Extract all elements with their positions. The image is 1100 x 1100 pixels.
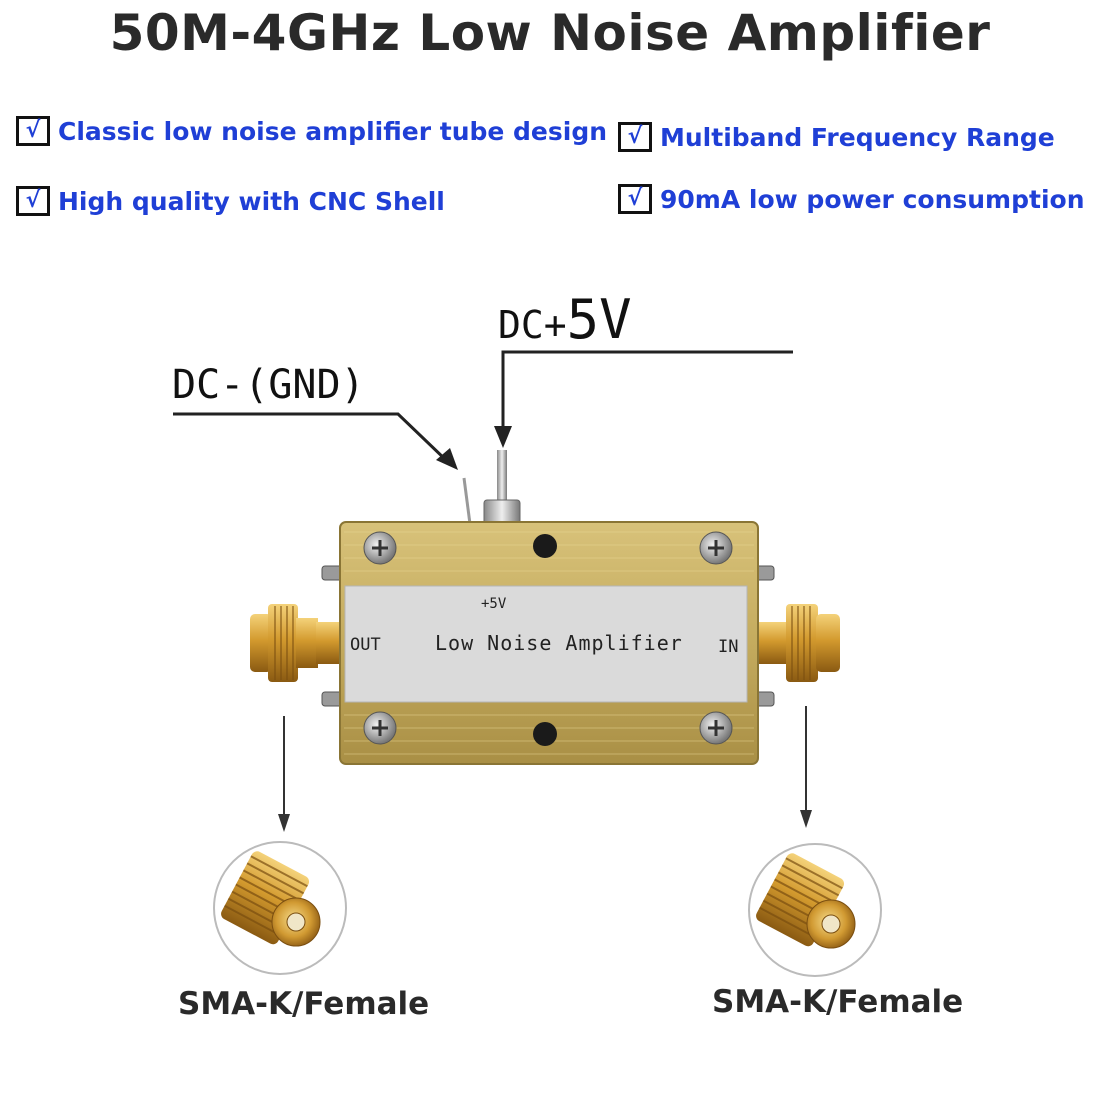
power-pin: [483, 450, 521, 525]
feature-text: Multiband Frequency Range: [660, 122, 1055, 152]
out-port-label: OUT: [350, 635, 381, 655]
dc-minus-label: DC-(GND): [172, 362, 365, 408]
pin-label-5v: +5V: [481, 596, 507, 612]
left-connector-caption: SMA-K/Female: [178, 986, 430, 1022]
feature-text: Classic low noise amplifier tube design: [58, 116, 608, 146]
checkbox-icon: √: [16, 116, 50, 146]
left-sma-connector: [250, 604, 344, 682]
in-port-label: IN: [718, 637, 738, 657]
feature-item-power-consumption: √ 90mA low power consumption: [618, 184, 1085, 214]
feature-item-tube-design: √ Classic low noise amplifier tube desig…: [16, 116, 607, 146]
left-connector-arrow: [278, 716, 290, 832]
module-name: Low Noise Amplifier: [435, 631, 683, 655]
feature-item-frequency-range: √ Multiband Frequency Range: [618, 122, 1055, 152]
right-sma-connector: [758, 604, 840, 682]
dc-plus-label: DC+5V: [498, 288, 632, 351]
dc-minus-callout-line: [173, 412, 458, 470]
screw-icon: [699, 711, 733, 745]
checkbox-icon: √: [16, 186, 50, 216]
screw-icon: [363, 531, 397, 565]
checkbox-icon: √: [618, 184, 652, 214]
feature-text: High quality with CNC Shell: [58, 186, 445, 216]
feature-text: 90mA low power consumption: [660, 184, 1085, 214]
feature-item-cnc-shell: √ High quality with CNC Shell: [16, 186, 445, 216]
dc-plus-voltage: 5V: [566, 288, 632, 351]
checkbox-icon: √: [618, 122, 652, 152]
right-connector-caption: SMA-K/Female: [712, 984, 964, 1020]
dc-plus-text: DC+: [498, 303, 567, 347]
right-connector-arrow: [800, 706, 812, 828]
cnc-shell: [339, 521, 759, 765]
left-sma-female-detail: [213, 841, 347, 975]
screw-icon: [699, 531, 733, 565]
right-sma-female-detail: [748, 843, 882, 977]
screw-icon: [363, 711, 397, 745]
dc-plus-callout-line: [494, 350, 793, 448]
page-title: 50M-4GHz Low Noise Amplifier: [109, 4, 991, 62]
ground-pin: [462, 477, 472, 525]
